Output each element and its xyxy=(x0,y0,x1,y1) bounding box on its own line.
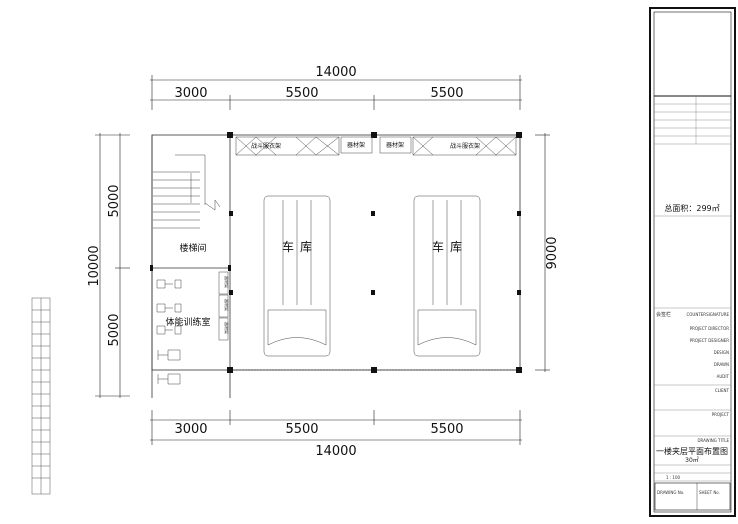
drawn-label: DRAWN xyxy=(714,362,729,367)
drawing-title: 一楼夹层平面布置图 xyxy=(656,446,728,456)
sheet-no-label: SHEET No. xyxy=(699,490,720,495)
dim-top-1: 3000 xyxy=(174,86,207,101)
dim-top-2: 5500 xyxy=(285,86,318,101)
scale-bar xyxy=(31,297,51,495)
rack-right-label: 战斗服衣架 xyxy=(450,142,480,150)
dim-bottom-2: 5500 xyxy=(285,422,318,437)
racks xyxy=(153,136,517,385)
garage-left-label: 车库 xyxy=(282,239,318,254)
dim-right: 9000 xyxy=(545,236,560,269)
columns xyxy=(150,132,522,373)
dim-left-total: 10000 xyxy=(87,245,102,286)
rack-left-label: 战斗服衣架 xyxy=(251,142,281,150)
dim-bottom-3: 5500 xyxy=(430,422,463,437)
countersignature-label: COUNTERSIGNATURE xyxy=(686,312,729,317)
client-label: CLIENT xyxy=(715,388,730,393)
stair-room-label: 楼梯间 xyxy=(179,242,206,254)
dim-left-1: 5000 xyxy=(107,184,122,217)
drawing-area: 30㎡ xyxy=(685,456,699,464)
equip-left-label: 器材架 xyxy=(347,141,365,149)
audit-label: AUDIT xyxy=(717,374,730,379)
dim-top-3: 5500 xyxy=(430,86,463,101)
dim-bottom-total: 14000 xyxy=(315,444,356,459)
design-label: DESIGN xyxy=(714,350,729,355)
project-label: PROJECT xyxy=(712,412,730,417)
walls xyxy=(151,134,521,398)
title-block-frame xyxy=(649,7,736,517)
countersign-label: 会签栏 xyxy=(656,311,671,318)
side-rack-2: 器材架 xyxy=(224,299,230,311)
side-rack-3: 器材架 xyxy=(224,322,230,334)
garage-right-label: 车库 xyxy=(432,239,468,254)
equip-right-label: 器材架 xyxy=(386,141,404,149)
project-director-label: PROJECT DIRECTOR xyxy=(690,326,730,331)
scale-value: 1 : 100 xyxy=(666,475,681,480)
side-rack-1: 器材架 xyxy=(224,276,230,288)
project-designer-label: PROJECT DESIGNER xyxy=(690,338,730,343)
training-room-label: 体能训练室 xyxy=(165,316,210,328)
total-area: 总面积：299㎡ xyxy=(664,203,719,213)
dim-top-total: 14000 xyxy=(315,65,356,80)
dim-bottom-1: 3000 xyxy=(174,422,207,437)
drawing-title-label: DRAWING TITLE xyxy=(697,438,729,443)
dimension-lines xyxy=(95,75,550,445)
drawing-no-label: DRAWING No. xyxy=(657,490,684,495)
dim-left-2: 5000 xyxy=(107,313,122,346)
